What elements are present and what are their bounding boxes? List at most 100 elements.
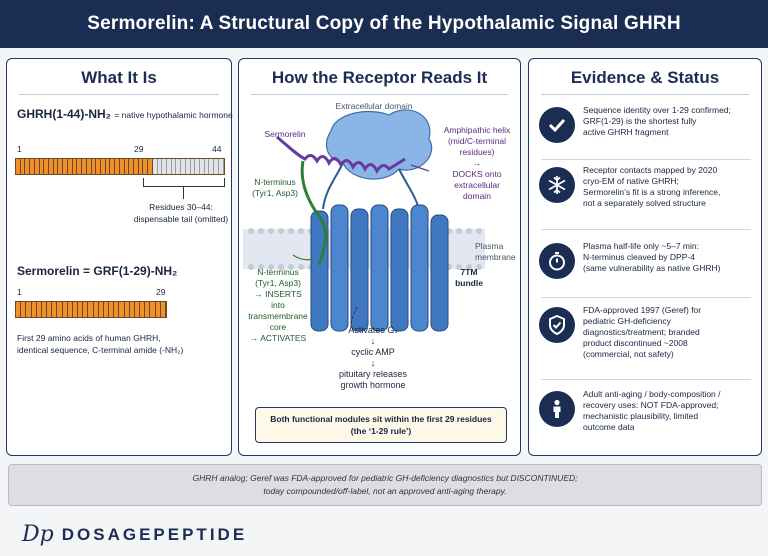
ev0-l2: GRF(1-29) is the shortest fully [583, 116, 697, 126]
residue-retained [30, 159, 35, 174]
divider [19, 94, 219, 95]
residue-retained [148, 159, 153, 174]
residue-tail [181, 159, 186, 174]
ghrh-desc: = native hypothalamic hormone [114, 110, 233, 120]
ev1-l4: not a separately solved structure [583, 198, 706, 208]
residue-retained [138, 159, 144, 174]
residue-tail [171, 159, 177, 174]
brand-name: DOSAGEPEPTIDE [61, 524, 248, 544]
sermorelin-eq: = GRF(1-29)-NH₂ [83, 264, 178, 278]
sermorelin-helix [276, 135, 406, 175]
cascade-gh-1: pituitary releases [338, 369, 408, 379]
residue-retained [63, 159, 68, 174]
ghrh-residue-bar [15, 158, 225, 175]
ev2-l3: (same vulnerability as native GHRH) [583, 263, 721, 273]
residue-retained [93, 302, 99, 317]
residue-tail [214, 159, 219, 174]
evidence-text: Plasma half-life only ~5–7 min: N-termin… [583, 241, 720, 274]
what-it-is-title: What It Is [81, 68, 157, 87]
receptor-panel: How the Receptor Reads It [238, 58, 521, 456]
plasma-membrane-label: Plasma membrane [475, 241, 519, 263]
evidence-item: Adult anti-aging / body-composition / re… [539, 389, 757, 447]
residue-tail [185, 159, 191, 174]
residue-retained [53, 159, 59, 174]
residue-retained [129, 302, 135, 317]
residue-retained [47, 302, 53, 317]
residue-retained [124, 159, 130, 174]
7tm-label: 7TM bundle [447, 267, 491, 289]
residue-retained [160, 302, 166, 317]
ev4-l1: Adult anti-aging / body-composition / [583, 389, 721, 399]
header-banner: Sermorelin: A Structural Copy of the Hyp… [0, 0, 768, 48]
footer-line1: GHRH analog; Geref was FDA-approved for … [192, 473, 578, 483]
tail-label-line2: dispensable tail (omitted) [133, 214, 229, 224]
residue-retained [155, 302, 161, 317]
what-it-is-panel: What It Is GHRH(1-44)-NH₂ = native hypot… [6, 58, 233, 456]
ev3-l5: (commercial, not safety) [583, 349, 674, 359]
residue-retained [20, 159, 26, 174]
residue-retained [91, 159, 97, 174]
serm-tick-1: 1 [17, 287, 22, 297]
residue-retained [16, 302, 22, 317]
cascade-camp: cyclic AMP [351, 347, 395, 357]
callout-l2: (the ‘1-29 rule’) [350, 426, 412, 436]
n-terminus-strand [300, 160, 327, 266]
ev3-l1: FDA-approved 1997 (Geref) for [583, 305, 702, 315]
helix-l3: residues) [459, 147, 495, 157]
evidence-panel: Evidence & Status Sequence identity over… [528, 58, 762, 456]
nterm-top-label: N-terminus (Tyr1, Asp3) [245, 177, 305, 199]
tail-label-line1: Residues 30–44: [149, 202, 213, 212]
residue-retained [25, 159, 31, 174]
helix-l5: DOCKS onto [452, 169, 502, 179]
residue-retained [119, 302, 125, 317]
nterm-l6: core [269, 322, 287, 332]
ev1-l2: cryo-EM of native GHRH; [583, 176, 679, 186]
residue-retained [26, 302, 32, 317]
ev4-l2: recovery uses: NOT FDA-approved; [583, 400, 719, 410]
residue-retained [134, 302, 141, 317]
ev4-l4: outcome data [583, 422, 635, 432]
nterm-l2: (Tyr1, Asp3) [255, 278, 301, 288]
evidence-text: Receptor contacts mapped by 2020 cryo-EM… [583, 165, 720, 209]
residue-retained [145, 302, 151, 317]
sermorelin-name: Sermorelin [17, 264, 80, 278]
evidence-title: Evidence & Status [570, 68, 720, 87]
ev2-l1: Plasma half-life only ~5–7 min: [583, 241, 699, 251]
loop [398, 168, 420, 210]
receptor-diagram [243, 109, 485, 332]
residue-retained [41, 302, 48, 317]
residue-retained [82, 159, 87, 174]
helix-l4: → [472, 158, 482, 168]
brand-mark: Dp [22, 522, 54, 547]
nterm-l4: into [271, 300, 285, 310]
cascade-gh-2: growth hormone [340, 380, 406, 390]
serm-tick-29: 29 [156, 287, 166, 297]
evidence-text: FDA-approved 1997 (Geref) for pediatric … [583, 305, 701, 360]
page-title: Sermorelin: A Structural Copy of the Hyp… [87, 13, 681, 34]
ev3-l2: pediatric GH-deficiency [583, 316, 671, 326]
residue-retained [57, 302, 63, 317]
ghrh-line: GHRH(1-44)-NH₂ = native hypothalamic hor… [17, 107, 233, 121]
nterm-l7: → ACTIVATES [249, 333, 307, 343]
callout-l1: Both functional modules sit within the f… [270, 414, 492, 424]
ghrh-tick-44: 44 [212, 144, 222, 154]
sermorelin-residue-bar [15, 301, 167, 318]
residue-retained [114, 302, 120, 317]
ev3-l4: product discontinued ~2008 [583, 338, 688, 348]
receptor-title: How the Receptor Reads It [271, 68, 488, 87]
residue-retained [67, 159, 73, 174]
nterm-insert-label: N-terminus (Tyr1, Asp3) → INSERTS into t… [245, 267, 311, 344]
divider [541, 379, 751, 380]
evidence-item: Receptor contacts mapped by 2020 cryo-EM… [539, 165, 757, 223]
residue-retained [119, 159, 125, 174]
residue-retained [36, 302, 42, 317]
person-icon [539, 391, 575, 427]
helix-arrow [410, 164, 430, 172]
residue-tail [195, 159, 201, 174]
ev1-l1: Receptor contacts mapped by 2020 [583, 165, 718, 175]
residue-retained [100, 159, 106, 174]
residue-retained [96, 159, 101, 174]
helix-l2: (mid/C-terminal [447, 136, 507, 146]
extracellular-label: Extracellular domain [335, 101, 413, 111]
residue-retained [72, 159, 78, 174]
